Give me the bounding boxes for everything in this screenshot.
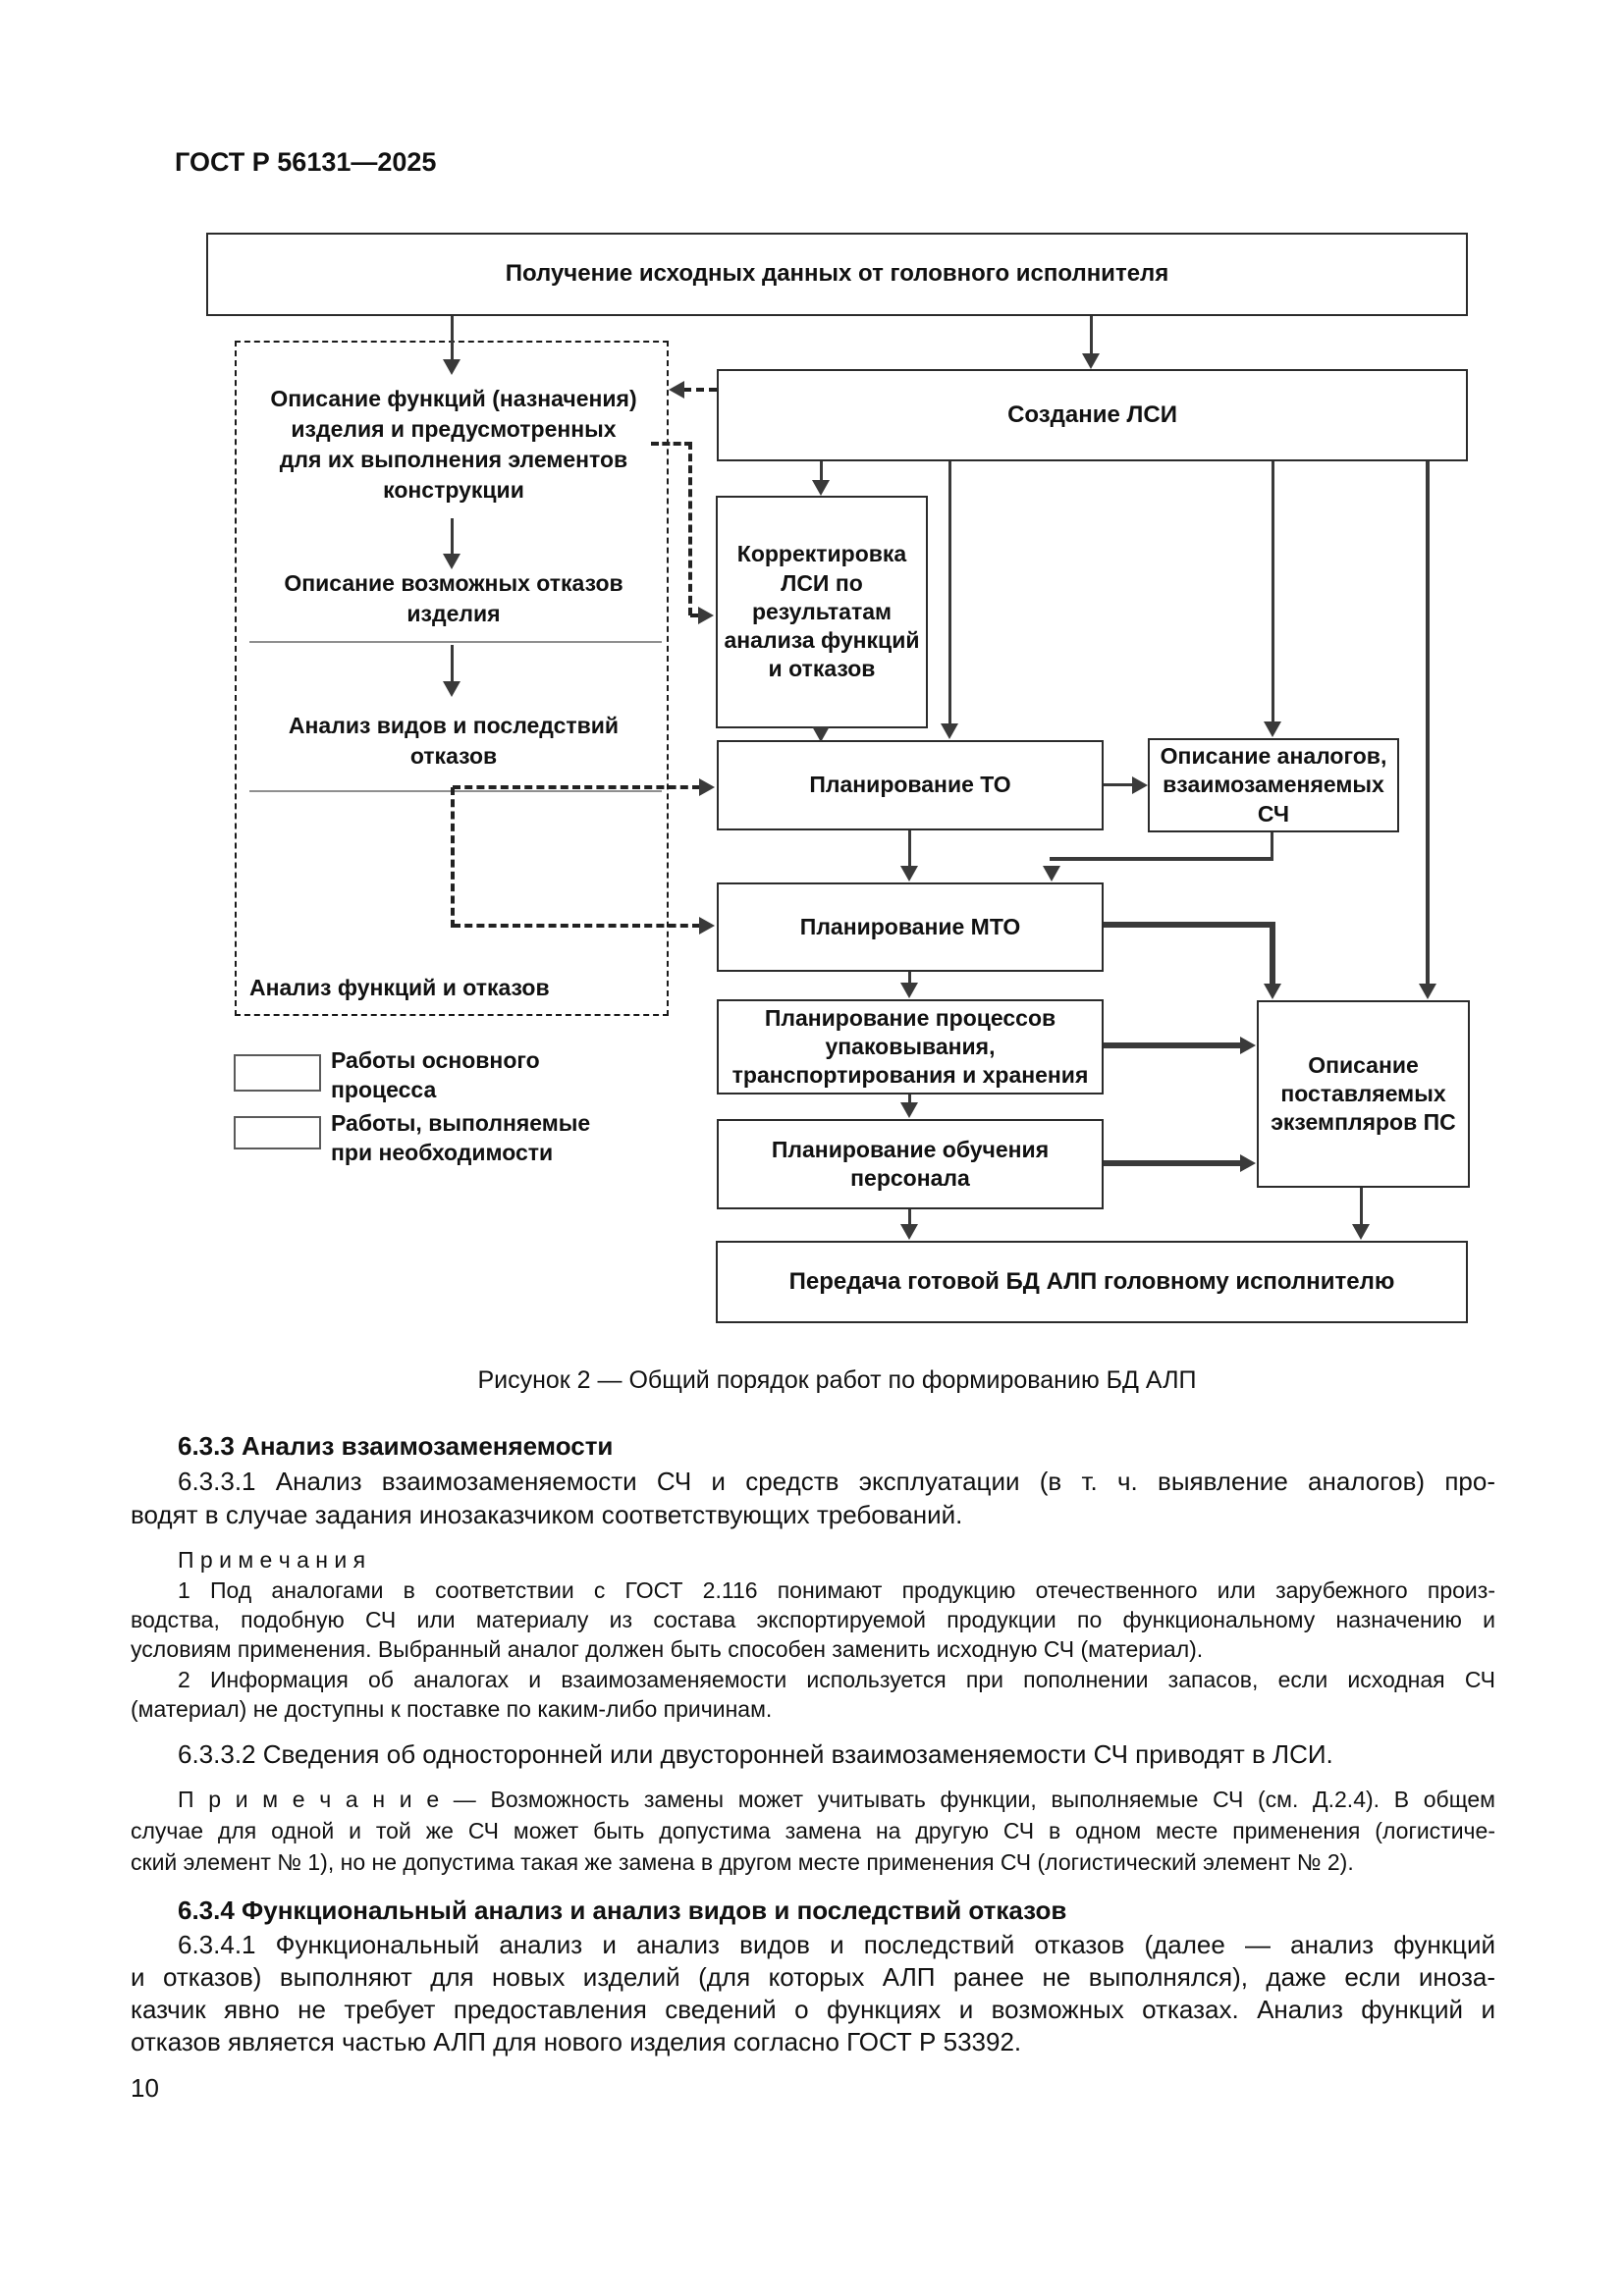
note2-line1: 2 Информация об аналогах и взаимозаменяе… <box>178 1667 1495 1692</box>
region-item-fmea: Анализ видов и последствий отказов <box>288 713 620 770</box>
arrow-receive-to-region <box>451 316 454 361</box>
dashed-region-branch-v <box>451 787 455 928</box>
arrow-lsi-to-delivered <box>1426 461 1430 985</box>
dashed-region-to-mto <box>453 924 700 928</box>
note3-line2: случае для одной и той же СЧ может быть … <box>131 1818 1495 1843</box>
flow-box-correct-lsi: Корректировка ЛСИ по результатам анализа… <box>716 496 928 728</box>
note2-line2: (материал) не доступны к поставке по как… <box>131 1696 773 1722</box>
page-number: 10 <box>131 2073 159 2103</box>
note1-line3: условиям применения. Выбранный аналог до… <box>131 1636 1204 1662</box>
arrow-item1-to-item2 <box>451 518 454 558</box>
legend-swatch-main <box>234 1054 321 1092</box>
arrow-analogs-elbow-left <box>1050 857 1273 861</box>
notes-title: П р и м е ч а н и я <box>178 1547 366 1573</box>
arrowhead-receive-to-region <box>443 359 460 375</box>
arrowhead-training-to-delivered <box>1240 1154 1256 1172</box>
region-item-functions: Описание функций (назначения) изделия и … <box>270 386 637 504</box>
arrowhead-lsi-to-analogs <box>1264 721 1281 737</box>
flow-box-receive-data: Получение исходных данных от головного и… <box>206 233 1468 316</box>
para-6-3-4-1-line4: отказов является частью АЛП для нового и… <box>131 2027 1022 2056</box>
arrow-mto-to-packaging <box>908 972 911 985</box>
dashed-region-to-correct-h2 <box>690 614 702 617</box>
arrow-item2-to-item3 <box>451 645 454 682</box>
arrowhead-region-to-plan-to <box>699 778 715 796</box>
flow-box-create-lsi: Создание ЛСИ <box>717 369 1468 461</box>
arrow-packaging-to-delivered <box>1104 1042 1241 1048</box>
arrowhead-mto-to-packaging <box>900 983 918 998</box>
region-label: Анализ функций и отказов <box>249 975 550 1000</box>
arrowhead-lsi-to-plan-to <box>941 723 958 739</box>
arrow-training-to-delivered <box>1104 1160 1241 1166</box>
arrowhead-region-to-mto <box>699 917 715 934</box>
para-6-3-3-2: 6.3.3.2 Сведения об односторонней или дв… <box>178 1739 1333 1769</box>
region-separator-2 <box>249 790 662 792</box>
flow-box-plan-training: Планирование обучения персонала <box>717 1119 1104 1209</box>
arrowhead-lsi-to-delivered <box>1419 984 1436 999</box>
arrowhead-correct-to-plan-to <box>812 726 830 742</box>
dashed-region-to-correct-h1 <box>651 442 692 446</box>
arrowhead-receive-to-lsi <box>1082 353 1100 369</box>
legend-label-optional: Работы, выполняемые при необходимости <box>331 1110 591 1165</box>
region-separator-1 <box>249 641 662 643</box>
para-6-3-3-1-line1: 6.3.3.1 Анализ взаимозаменяемости СЧ и с… <box>178 1467 1495 1496</box>
flow-box-transfer-db: Передача готовой БД АЛП головному исполн… <box>716 1241 1468 1323</box>
flow-box-delivered-ps: Описание поставляемых экземпляров ПС <box>1257 1000 1470 1188</box>
arrow-mto-elbow-down <box>1270 922 1275 987</box>
arrow-delivered-to-transfer <box>1360 1188 1363 1227</box>
dashed-lsi-to-region <box>683 388 717 392</box>
arrow-lsi-to-analogs <box>1272 461 1274 722</box>
page-header: ГОСТ Р 56131—2025 <box>175 147 437 177</box>
figure-caption: Рисунок 2 — Общий порядок работ по форми… <box>477 1366 1197 1394</box>
arrowhead-item2-to-item3 <box>443 681 460 697</box>
para-6-3-4-1-line1: 6.3.4.1 Функциональный анализ и анализ в… <box>178 1930 1495 1959</box>
flow-box-plan-packaging: Планирование процессов упаковывания, тра… <box>717 999 1104 1095</box>
arrow-mto-elbow-right <box>1104 922 1272 928</box>
heading-6-3-4: 6.3.4 Функциональный анализ и анализ вид… <box>178 1896 1067 1925</box>
arrowhead-mto-to-delivered <box>1264 984 1281 999</box>
arrowhead-plan-to-to-analogs <box>1132 776 1148 794</box>
legend-swatch-optional <box>234 1116 321 1149</box>
arrow-plan-to-to-analogs <box>1104 783 1133 786</box>
arrowhead-training-to-transfer <box>900 1224 918 1240</box>
arrow-lsi-to-correct <box>820 461 823 481</box>
note3-line3: ский элемент № 1), но не допустима такая… <box>131 1849 1354 1875</box>
para-6-3-3-1-line2: водят в случае задания инозаказчиком соо… <box>131 1500 963 1529</box>
note1-line1: 1 Под аналогами в соответствии с ГОСТ 2.… <box>178 1577 1495 1603</box>
legend-label-main: Работы основного процесса <box>331 1047 540 1102</box>
dashed-region-to-correct-v <box>688 442 692 615</box>
arrowhead-analogs-to-mto <box>1043 866 1060 881</box>
arrowhead-packaging-to-training <box>900 1102 918 1118</box>
arrowhead-lsi-to-correct <box>812 480 830 496</box>
arrow-analogs-elbow-down <box>1271 832 1273 860</box>
arrowhead-lsi-to-region <box>669 381 684 399</box>
dashed-region-to-plan-to <box>453 785 700 789</box>
note1-line2: водства, подобную СЧ или материалу из со… <box>131 1607 1495 1632</box>
arrow-packaging-to-training <box>908 1095 911 1105</box>
flow-box-plan-to: Планирование ТО <box>717 740 1104 830</box>
heading-6-3-3: 6.3.3 Анализ взаимозаменяемости <box>178 1431 614 1461</box>
arrow-lsi-to-plan-to <box>948 461 951 724</box>
arrowhead-plan-to-to-mto <box>900 866 918 881</box>
arrow-training-to-transfer <box>908 1209 911 1226</box>
note3-line1: П р и м е ч а н и е — Возможность замены… <box>178 1787 1495 1812</box>
region-item-failures: Описание возможных отказов изделия <box>284 570 623 627</box>
para-6-3-4-1-line3: казчик явно не требует предоставления св… <box>131 1995 1495 2024</box>
arrowhead-packaging-to-delivered <box>1240 1037 1256 1054</box>
arrowhead-region-to-correct <box>698 607 714 624</box>
arrowhead-delivered-to-transfer <box>1352 1224 1370 1240</box>
arrowhead-item1-to-item2 <box>443 554 460 569</box>
flow-box-plan-mto: Планирование МТО <box>717 882 1104 972</box>
flow-box-analogs: Описание аналогов, взаимозаменяемых СЧ <box>1148 738 1399 832</box>
arrow-receive-to-lsi <box>1090 316 1093 355</box>
para-6-3-4-1-line2: и отказов) выполняют для новых изделий (… <box>131 1962 1495 1992</box>
arrow-plan-to-to-mto <box>908 830 911 868</box>
